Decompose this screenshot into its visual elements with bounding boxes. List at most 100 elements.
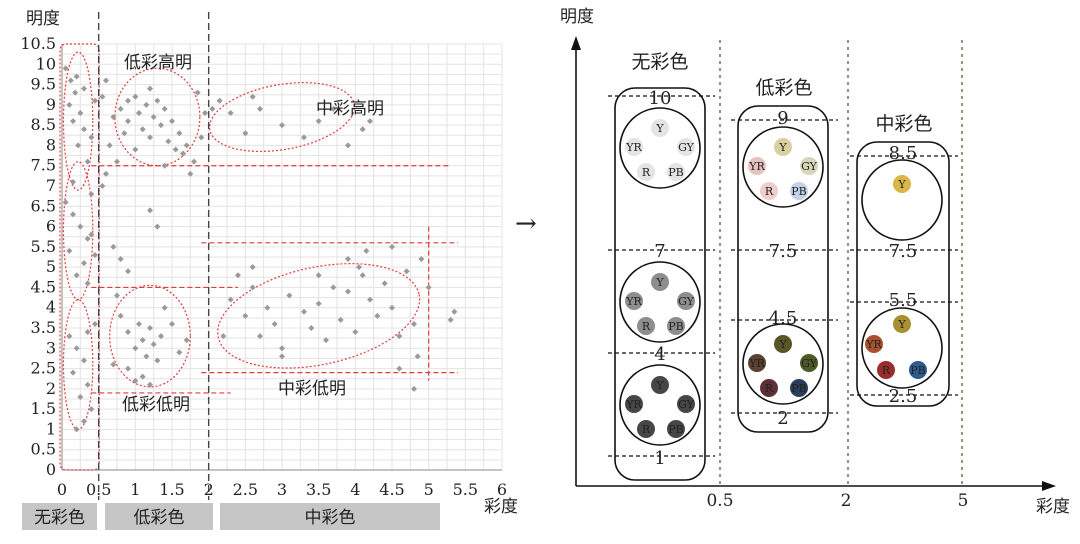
y-tick-label: 1 [46, 419, 56, 438]
scatter-point [180, 150, 186, 157]
scatter-point [330, 105, 337, 112]
scatter-point [117, 105, 124, 112]
diagram-x-tick-5: 5 [958, 491, 969, 511]
scatter-point [143, 353, 150, 360]
scatter-point [77, 109, 84, 116]
hue-circle-mid-chroma-high: Y [861, 159, 943, 241]
scatter-point [227, 296, 234, 303]
scatter-point [257, 333, 263, 340]
level-label: 2 [777, 408, 788, 429]
hue-label: PB [910, 364, 926, 377]
scatter-point [81, 357, 87, 364]
scatter-point [132, 345, 139, 352]
scatter-point [183, 337, 190, 344]
scatter-point [249, 264, 256, 271]
hue-dot [677, 138, 695, 156]
scatter-point [81, 126, 87, 133]
y-tick-label: 2 [46, 379, 56, 398]
x-tick-label: 0.5 [86, 480, 111, 499]
hue-dot [637, 163, 655, 181]
scatter-point [418, 256, 425, 263]
y-tick-label: 4.5 [31, 277, 56, 296]
scatter-point [132, 146, 139, 153]
diagram-y-axis-label: 明度 [560, 7, 594, 27]
y-tick-label: 10.5 [20, 34, 56, 53]
hue-label: R [882, 364, 891, 377]
x-tick-label: 3 [277, 480, 287, 499]
scatter-point [88, 406, 95, 413]
x-tick-label: 1.5 [159, 480, 184, 499]
hue-label: YR [748, 160, 765, 173]
x-tick-label: 5 [424, 480, 434, 499]
scatter-point [75, 142, 82, 149]
scatter-point [403, 268, 410, 275]
scatter-point [143, 101, 150, 108]
scatter-point [84, 280, 91, 287]
y-tick-label: 5.5 [31, 237, 56, 256]
scatter-point [315, 300, 322, 307]
scatter-point [337, 316, 344, 323]
scatter-point [451, 308, 458, 315]
hue-label: R [765, 382, 774, 395]
scatter-point [158, 333, 164, 340]
scatter-point [125, 329, 131, 336]
scatter-point [147, 85, 153, 92]
hue-dot [774, 138, 792, 156]
y-tick-label: 9 [46, 95, 56, 114]
scatter-point [191, 158, 197, 165]
scatter-point [158, 122, 164, 129]
scatter-point [114, 158, 120, 165]
hue-label: GY [678, 398, 695, 411]
scatter-point [147, 325, 153, 331]
diagram-x-tick-2: 2 [841, 491, 852, 511]
scatter-point [396, 365, 403, 372]
scatter-point [88, 134, 95, 141]
hue-dot [760, 182, 778, 200]
level-label: 7.5 [769, 241, 798, 262]
scatter-point [84, 235, 91, 242]
scatter-point [110, 243, 117, 250]
group-title-mid-chroma: 中彩色 [875, 113, 932, 135]
scatter-point [125, 97, 131, 104]
scatter-point [72, 89, 79, 96]
scatter-point [194, 89, 201, 96]
region-bar-low-chroma: 低彩色 [105, 503, 213, 530]
scatter-point [67, 77, 74, 84]
scatter-point [264, 304, 271, 311]
scatter-point [235, 272, 241, 279]
scatter-point [154, 223, 161, 230]
scatter-point [169, 320, 175, 327]
scatter-point [114, 292, 120, 299]
region-bar-mid-chroma-label: 中彩色 [305, 508, 356, 528]
hue-dot [760, 379, 778, 397]
scatter-point [381, 280, 388, 287]
scatter-point [154, 357, 161, 364]
scatter-point [308, 325, 315, 331]
y-tick-label: 3 [46, 338, 56, 357]
scatter-point [202, 109, 208, 116]
hue-dot [651, 119, 669, 137]
scatter-point [271, 320, 278, 327]
x-tick-label: 3.5 [306, 480, 331, 499]
scatter-point [139, 126, 146, 133]
y-tick-label: 3.5 [31, 318, 56, 337]
reference-lines [91, 12, 458, 500]
y-tick-label: 10 [36, 54, 56, 73]
scatter-point [125, 365, 131, 372]
scatter-point [125, 268, 131, 275]
group-title-achromatic: 无彩色 [631, 51, 688, 73]
scatter-point [176, 130, 183, 137]
scatter-point [279, 345, 285, 352]
region-bar-achromatic-label: 无彩色 [34, 508, 85, 528]
y-tick-label: 4 [46, 298, 56, 317]
group-ellipse [217, 263, 421, 369]
hue-label: YR [625, 141, 642, 154]
scatter-point [363, 247, 370, 254]
hue-label: Y [655, 122, 664, 135]
scatter-point [227, 109, 234, 116]
group-ellipse [109, 284, 191, 388]
